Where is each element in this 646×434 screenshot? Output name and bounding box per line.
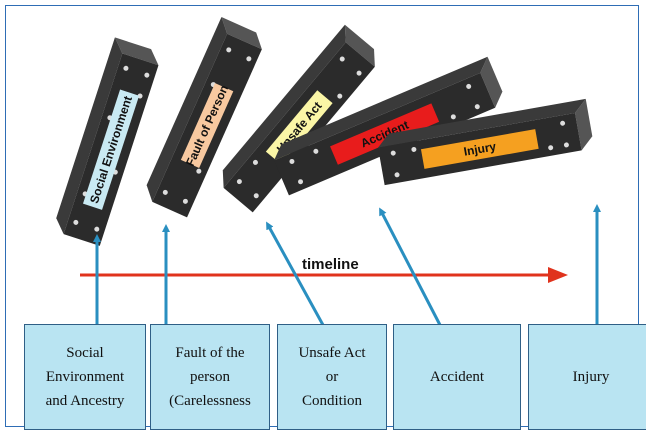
- domino-social-environment: Social Environment: [56, 37, 159, 246]
- box-social-environment: Social Environment and Ancestry: [24, 324, 146, 430]
- box-injury: Injury: [528, 324, 646, 430]
- timeline-label: timeline: [302, 256, 359, 273]
- domino-fault-of-person: Fault of Person: [146, 17, 262, 218]
- domino-label-box: [82, 89, 140, 210]
- box-accident: Accident: [393, 324, 521, 430]
- domino-label-box: [330, 103, 440, 165]
- arrow-unsafe: [266, 221, 325, 326]
- arrow-accident: [379, 207, 442, 326]
- domino-injury: Injury: [378, 98, 593, 186]
- domino-label-box: [180, 83, 234, 169]
- timeline-arrow: [80, 267, 568, 283]
- domino-label-box: [420, 129, 539, 169]
- domino-label: Injury: [463, 139, 498, 159]
- box-fault-of-person: Fault of the person (Carelessness: [150, 324, 270, 430]
- box-unsafe-act: Unsafe Act or Condition: [277, 324, 387, 430]
